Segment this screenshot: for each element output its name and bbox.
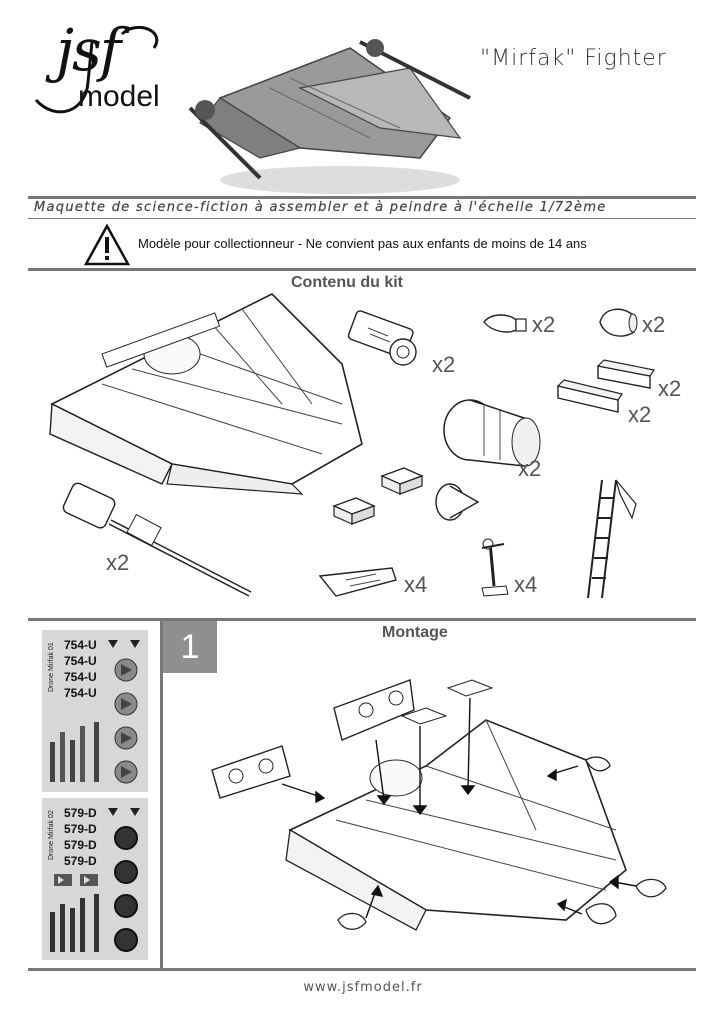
- part-small-block-a: [380, 467, 424, 495]
- warning-text: Modèle pour collectionneur - Ne convient…: [138, 236, 587, 251]
- decal-code: 579-D: [64, 806, 97, 820]
- decal-roundels: [114, 658, 138, 784]
- qty-nose-cone: x2: [532, 312, 556, 337]
- qty-gun-barrel: x2: [106, 550, 130, 575]
- part-plate-upper: [596, 359, 655, 389]
- decal-sheet-2: Drone Mirfak 02 579-D 579-D 579-D 579-D: [42, 798, 148, 960]
- part-plate-lower: [556, 379, 623, 413]
- qty-engine-body: x2: [432, 352, 456, 377]
- fighter-render: [188, 39, 471, 194]
- divider-contents: [28, 618, 696, 621]
- part-small-block-b: [332, 497, 376, 525]
- brand-logo: jsf model: [26, 16, 176, 122]
- decal-code: 579-D: [64, 838, 97, 852]
- decal-sheet-1-label: Drone Mirfak 01: [48, 642, 55, 692]
- warning-triangle-icon: [83, 223, 131, 266]
- step-title: Montage: [382, 624, 448, 641]
- part-engine-body: [347, 310, 417, 366]
- arrow-icon: [281, 697, 637, 919]
- qty-fin: x4: [404, 572, 428, 597]
- divider-warning: [28, 268, 696, 271]
- part-cone-tip: [599, 308, 638, 337]
- decal-triangle-markers: [108, 640, 140, 648]
- assembly-hull: [288, 719, 627, 921]
- qty-cone-tip: x2: [642, 312, 666, 337]
- footer-url: www.jsfmodel.fr: [303, 980, 423, 995]
- decal-dark-roundels: [114, 826, 138, 952]
- decal-sheet-2-label: Drone Mirfak 02: [48, 810, 55, 860]
- part-ladder: [587, 479, 637, 599]
- decal-chevrons: [54, 874, 98, 886]
- logo-model: model: [78, 80, 160, 113]
- decal-stripes: [50, 894, 99, 952]
- part-landing-gear: [481, 538, 509, 597]
- decal-code: 754-U: [64, 670, 97, 684]
- assembly-side-panel-right: [333, 679, 415, 741]
- divider-subtitle: [28, 218, 696, 219]
- decal-code: 754-U: [64, 686, 97, 700]
- step-number-badge: 1: [163, 621, 217, 673]
- logo-jsf: jsf: [56, 16, 121, 84]
- decal-sheet-1: Drone Mirfak 01 754-U 754-U 754-U 754-U: [42, 630, 148, 792]
- qty-plate-upper: x2: [658, 376, 682, 401]
- subtitle: Maquette de science-fiction à assembler …: [34, 200, 607, 215]
- decal-triangle-markers: [108, 808, 140, 816]
- decal-column-rule: [160, 620, 163, 968]
- qty-landing-gear: x4: [514, 572, 538, 597]
- qty-engine-nacelle: x2: [518, 456, 542, 481]
- logo-swoosh: [34, 25, 159, 114]
- assembly-diagram: [211, 679, 667, 931]
- page-title: "Mirfak" Fighter: [480, 46, 667, 71]
- decal-code: 579-D: [64, 854, 97, 868]
- assembly-side-panel-left: [211, 745, 291, 799]
- decal-code: 579-D: [64, 822, 97, 836]
- qty-plate-lower: x2: [628, 402, 652, 427]
- part-engine-nacelle: [443, 399, 541, 467]
- part-fin: [318, 567, 397, 597]
- kit-contents-title: Contenu du kit: [291, 274, 403, 291]
- decal-code: 754-U: [64, 638, 97, 652]
- part-intake-cone: [435, 483, 480, 521]
- decal-code: 754-U: [64, 654, 97, 668]
- part-gun-barrel: [62, 482, 252, 597]
- part-main-hull: [49, 293, 363, 495]
- divider-top: [28, 196, 696, 199]
- divider-bottom: [28, 968, 696, 971]
- decal-hazard-stripes: [50, 722, 99, 782]
- part-nose-cone: [483, 314, 527, 333]
